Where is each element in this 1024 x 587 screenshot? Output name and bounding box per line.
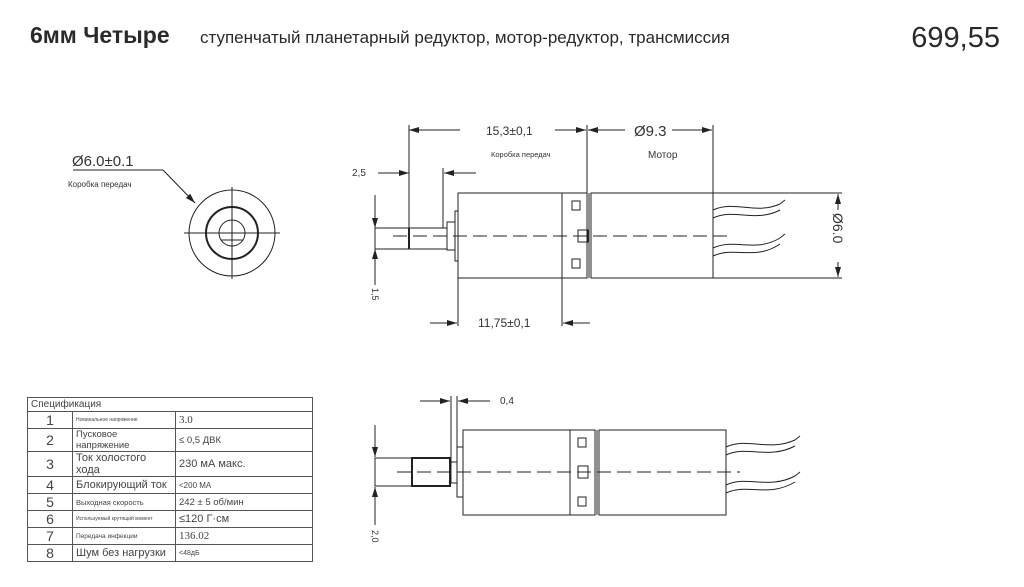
row-value: 230 мА макс. <box>175 451 313 477</box>
row-label: Выходная скорость <box>72 493 176 511</box>
dim-flange-thickness: 0,4 <box>500 396 514 407</box>
bottom-view <box>372 396 801 525</box>
row-value: 242 ± 5 об/мин <box>175 493 313 511</box>
row-value: <48дБ <box>175 544 313 562</box>
product-title: 6мм Четыре <box>30 22 170 48</box>
spec-table-title: Спецификация <box>27 397 313 412</box>
row-number: 2 <box>27 428 73 452</box>
row-label: Пусковое напряжение <box>72 428 176 452</box>
dim-motor-diameter: Ø9.3 <box>634 123 667 140</box>
row-number: 7 <box>27 527 73 545</box>
row-value: 3.0 <box>175 411 313 429</box>
row-label: Блокирующий ток <box>72 476 176 494</box>
row-value: 136.02 <box>175 527 313 545</box>
label-gearbox: Коробка передач <box>491 150 551 159</box>
dim-total-length: 15,3±0,1 <box>486 124 533 138</box>
end-view <box>73 169 280 279</box>
row-label: Номинальное напряжение <box>72 411 176 429</box>
dim-output-shaft-diameter: 2,0 <box>370 530 380 543</box>
side-view <box>372 125 842 326</box>
row-number: 3 <box>27 451 73 477</box>
label-motor: Мотор <box>648 150 678 161</box>
row-label: Передача инфекции <box>72 527 176 545</box>
row-number: 1 <box>27 411 73 429</box>
row-number: 8 <box>27 544 73 562</box>
dim-shaft-length: 2,5 <box>352 168 366 179</box>
product-subtitle: ступенчатый планетарный редуктор, мотор-… <box>200 28 730 47</box>
end-view-caption: Коробка передач <box>68 180 132 189</box>
row-number: 4 <box>27 476 73 494</box>
row-label: Ток холостого хода <box>72 451 176 477</box>
row-value: ≤120 Г·см <box>175 510 313 528</box>
row-number: 5 <box>27 493 73 511</box>
row-label: Используемый крутящий момент <box>72 510 176 528</box>
row-value: ≤ 0,5 ДВК <box>175 428 313 452</box>
row-number: 6 <box>27 510 73 528</box>
dim-gearbox-length: 11,75±0,1 <box>478 316 531 330</box>
dim-shaft-diameter: 1,5 <box>370 288 380 301</box>
dim-body-diameter: Ø6.0 <box>830 213 846 244</box>
price: 699,55 <box>911 22 1000 54</box>
end-view-diameter-label: Ø6.0±0.1 <box>72 153 134 170</box>
row-label: Шум без нагрузки <box>72 544 176 562</box>
row-value: <200 МА <box>175 476 313 494</box>
